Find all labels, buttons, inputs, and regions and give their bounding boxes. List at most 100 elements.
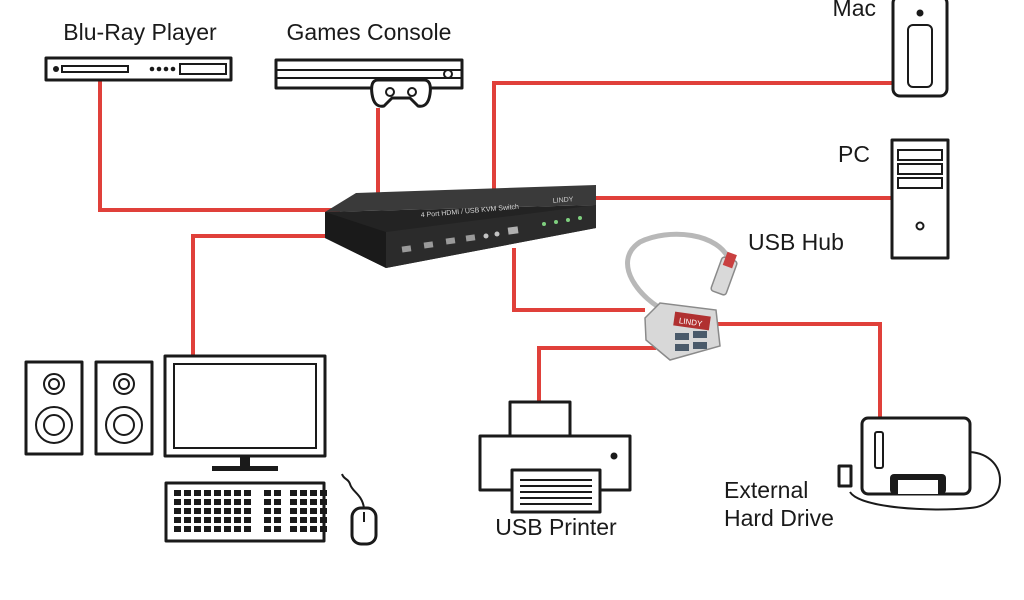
keyboard-key (174, 526, 181, 532)
keyboard-key (174, 499, 181, 505)
monitor-frame (163, 354, 327, 458)
speaker-left (24, 360, 84, 456)
switch-top-face (325, 185, 596, 212)
keyboard-key (194, 499, 201, 505)
keyboard-key (290, 526, 297, 532)
keyboard-key (310, 517, 317, 523)
keyboard-key (264, 526, 271, 532)
pc-drive-bay-2 (897, 163, 943, 175)
keyboard-key (194, 526, 201, 532)
keyboard-key (300, 499, 307, 505)
keyboard-key (184, 526, 191, 532)
printer-status-light (610, 452, 618, 460)
bluray-body (44, 56, 233, 82)
keyboard-key (214, 490, 221, 496)
cable-hub-to-hdd (716, 322, 882, 420)
hub-cable (625, 231, 733, 315)
pc-power-button (915, 221, 925, 231)
keyboard-key (184, 499, 191, 505)
keyboard-key (224, 490, 231, 496)
keyboard-key (320, 517, 327, 523)
keyboard-key (320, 526, 327, 532)
keyboard-key (214, 508, 221, 514)
keyboard-key (274, 490, 281, 496)
keyboard-key (244, 499, 251, 505)
kvm-switch: 4 Port HDMI / USB KVM Switch LINDY (325, 185, 596, 268)
gamepad-icon (370, 78, 432, 108)
usb-printer-label: USB Printer (495, 514, 617, 540)
hub-usb-plug (710, 251, 738, 296)
keyboard-key (214, 499, 221, 505)
speakers (24, 360, 154, 456)
cable-bluray-to-switch (98, 80, 340, 212)
pc-tower (890, 138, 950, 260)
printer-paper-lines (520, 479, 592, 505)
keyboard-key (214, 517, 221, 523)
keyboard-key (234, 526, 241, 532)
bluray-display (179, 63, 227, 75)
monitor-neck (240, 456, 250, 466)
keyboard-key (234, 508, 241, 514)
mac-front-slot (907, 24, 933, 88)
usb-printer: USB Printer (478, 400, 632, 540)
keyboard-key (234, 490, 241, 496)
switch-brand: LINDY (553, 196, 574, 205)
keyboard-key (224, 508, 231, 514)
console-body (274, 58, 464, 90)
keyboard-key (214, 526, 221, 532)
keyboard-key (224, 526, 231, 532)
keyboard-key (320, 490, 327, 496)
mac-tower (891, 0, 949, 98)
keyboard-key (204, 499, 211, 505)
mouse-cord (341, 473, 365, 509)
bluray-buttons (149, 66, 176, 72)
hdd-power-cable (849, 451, 1001, 511)
mouse-body (350, 506, 378, 546)
usb-hub: USB Hub LINDY (625, 229, 844, 361)
keyboard-key (310, 490, 317, 496)
keyboard-key (274, 526, 281, 532)
keyboard-key (194, 508, 201, 514)
hdd-label-line2: Hard Drive (724, 505, 834, 531)
hdd-power-plug (837, 464, 853, 488)
keyboard-key (310, 499, 317, 505)
mac-computer: Mac (833, 0, 949, 98)
pc-drive-bay-3 (897, 177, 943, 189)
keyboard-key (204, 490, 211, 496)
keyboard-key (264, 508, 271, 514)
keyboard-key (300, 526, 307, 532)
hub-brand: LINDY (678, 316, 703, 328)
pc-computer: PC (838, 138, 950, 260)
keyboard-key (194, 490, 201, 496)
external-hard-drive: External Hard Drive (724, 416, 1001, 531)
keyboard-key (244, 526, 251, 532)
keyboard-key (264, 517, 271, 523)
hub-usb-ports (675, 331, 707, 351)
keyboard-key (310, 526, 317, 532)
keyboard-key (244, 517, 251, 523)
keyboard-key (184, 490, 191, 496)
keyboard-key (204, 517, 211, 523)
monitor-screen (173, 363, 317, 449)
keyboard-key (290, 490, 297, 496)
keyboard-key (320, 508, 327, 514)
hdd-led-slot (874, 431, 884, 469)
console-power-button (443, 69, 453, 79)
keyboard-key (310, 508, 317, 514)
keyboard-key (234, 499, 241, 505)
keyboard-key (244, 508, 251, 514)
switch-usb-ports (401, 234, 476, 253)
keyboard-key (300, 517, 307, 523)
keyboard-key (204, 508, 211, 514)
mac-power-dot (916, 9, 924, 17)
cable-switch-to-monitor (191, 234, 330, 356)
switch-port-selector (507, 226, 519, 235)
keyboard-key (184, 508, 191, 514)
games-console: Games Console (274, 19, 464, 108)
cable-mac-to-switch (492, 81, 893, 192)
cable-hub-to-printer (537, 346, 656, 402)
bluray-player: Blu-Ray Player (44, 19, 233, 82)
keyboard-key (174, 517, 181, 523)
keyboard-key (274, 517, 281, 523)
